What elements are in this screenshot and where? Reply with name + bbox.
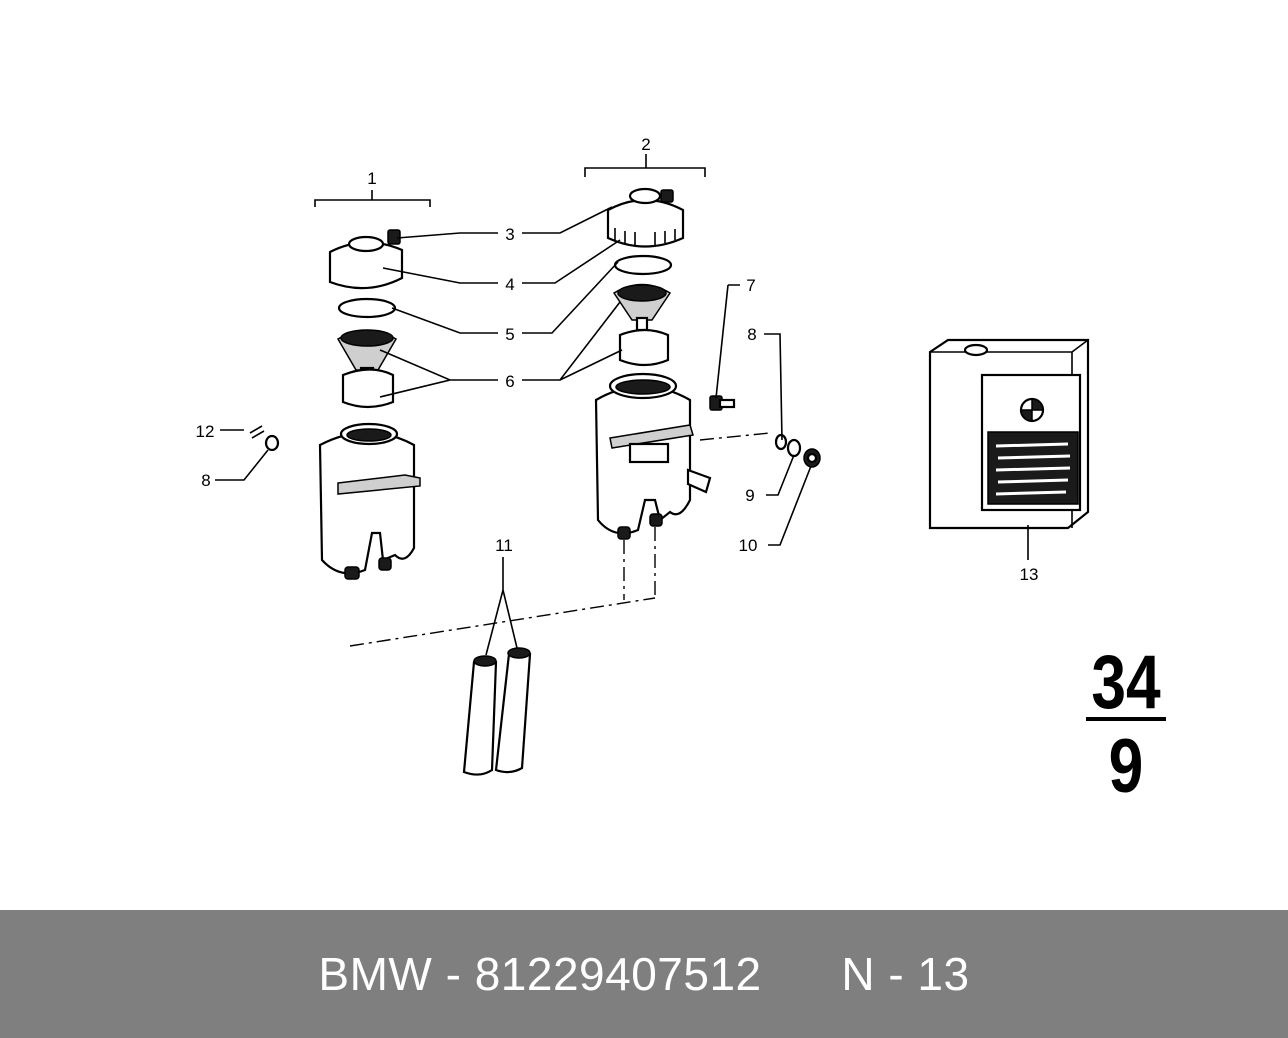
callout-6: 6: [505, 372, 514, 391]
callout-3: 3: [505, 225, 514, 244]
callout-8-left: 8: [201, 471, 210, 490]
seal-ring: [337, 297, 397, 319]
washer: [774, 433, 788, 451]
filter-element-2: [618, 328, 670, 367]
hoses: [462, 647, 532, 776]
callout-5: 5: [505, 325, 514, 344]
footer-part-number: 81229407512: [474, 948, 762, 1000]
group-number-divider: [1086, 717, 1166, 721]
callout-2: 2: [641, 135, 650, 154]
callout-1: 1: [367, 169, 376, 188]
washer-left: [264, 434, 280, 452]
callout-10: 10: [739, 536, 758, 555]
reservoir-assembly-2: [584, 154, 712, 540]
strainer: [336, 329, 398, 382]
callout-9: 9: [745, 486, 754, 505]
strainer-2: [612, 283, 672, 332]
reservoir-body-2: [594, 372, 712, 540]
filter-element: [341, 368, 395, 409]
lock-washer: [786, 438, 802, 458]
reservoir-cap-2: [606, 187, 685, 248]
footer-bar: BMW - 81229407512 N - 13: [0, 910, 1288, 1038]
seal-ring-2: [613, 254, 673, 276]
reservoir-body: [318, 422, 421, 580]
leader-lines: [215, 206, 1029, 656]
footer-brand: BMW: [318, 948, 433, 1000]
group-number-top: 34: [1091, 639, 1161, 724]
group-number-bottom: 9: [1109, 723, 1144, 808]
group-number: 34 9: [1086, 639, 1166, 808]
callout-labels: 1 2 3 4 5 6 7 8 9 10 11 12 8 13: [196, 135, 1039, 584]
oil-can: [928, 338, 1090, 530]
footer-separator: -: [432, 948, 475, 1000]
callout-4: 4: [505, 275, 514, 294]
callout-13: 13: [1020, 565, 1039, 584]
footer-position: N - 13: [841, 948, 970, 1000]
parts-diagram: 1 2 3 4 5 6 7 8 9 10 11 12 8 13 34 9: [196, 135, 1166, 808]
bolt: [709, 395, 736, 411]
callout-7: 7: [746, 276, 755, 295]
reservoir-assembly-1: [314, 190, 431, 580]
callout-11: 11: [495, 536, 513, 555]
callout-12: 12: [196, 422, 215, 441]
callout-8-right: 8: [747, 325, 756, 344]
reservoir-cap: [328, 229, 404, 290]
nut: [803, 448, 821, 468]
footer-gap: [762, 947, 842, 1001]
clip: [249, 425, 265, 439]
